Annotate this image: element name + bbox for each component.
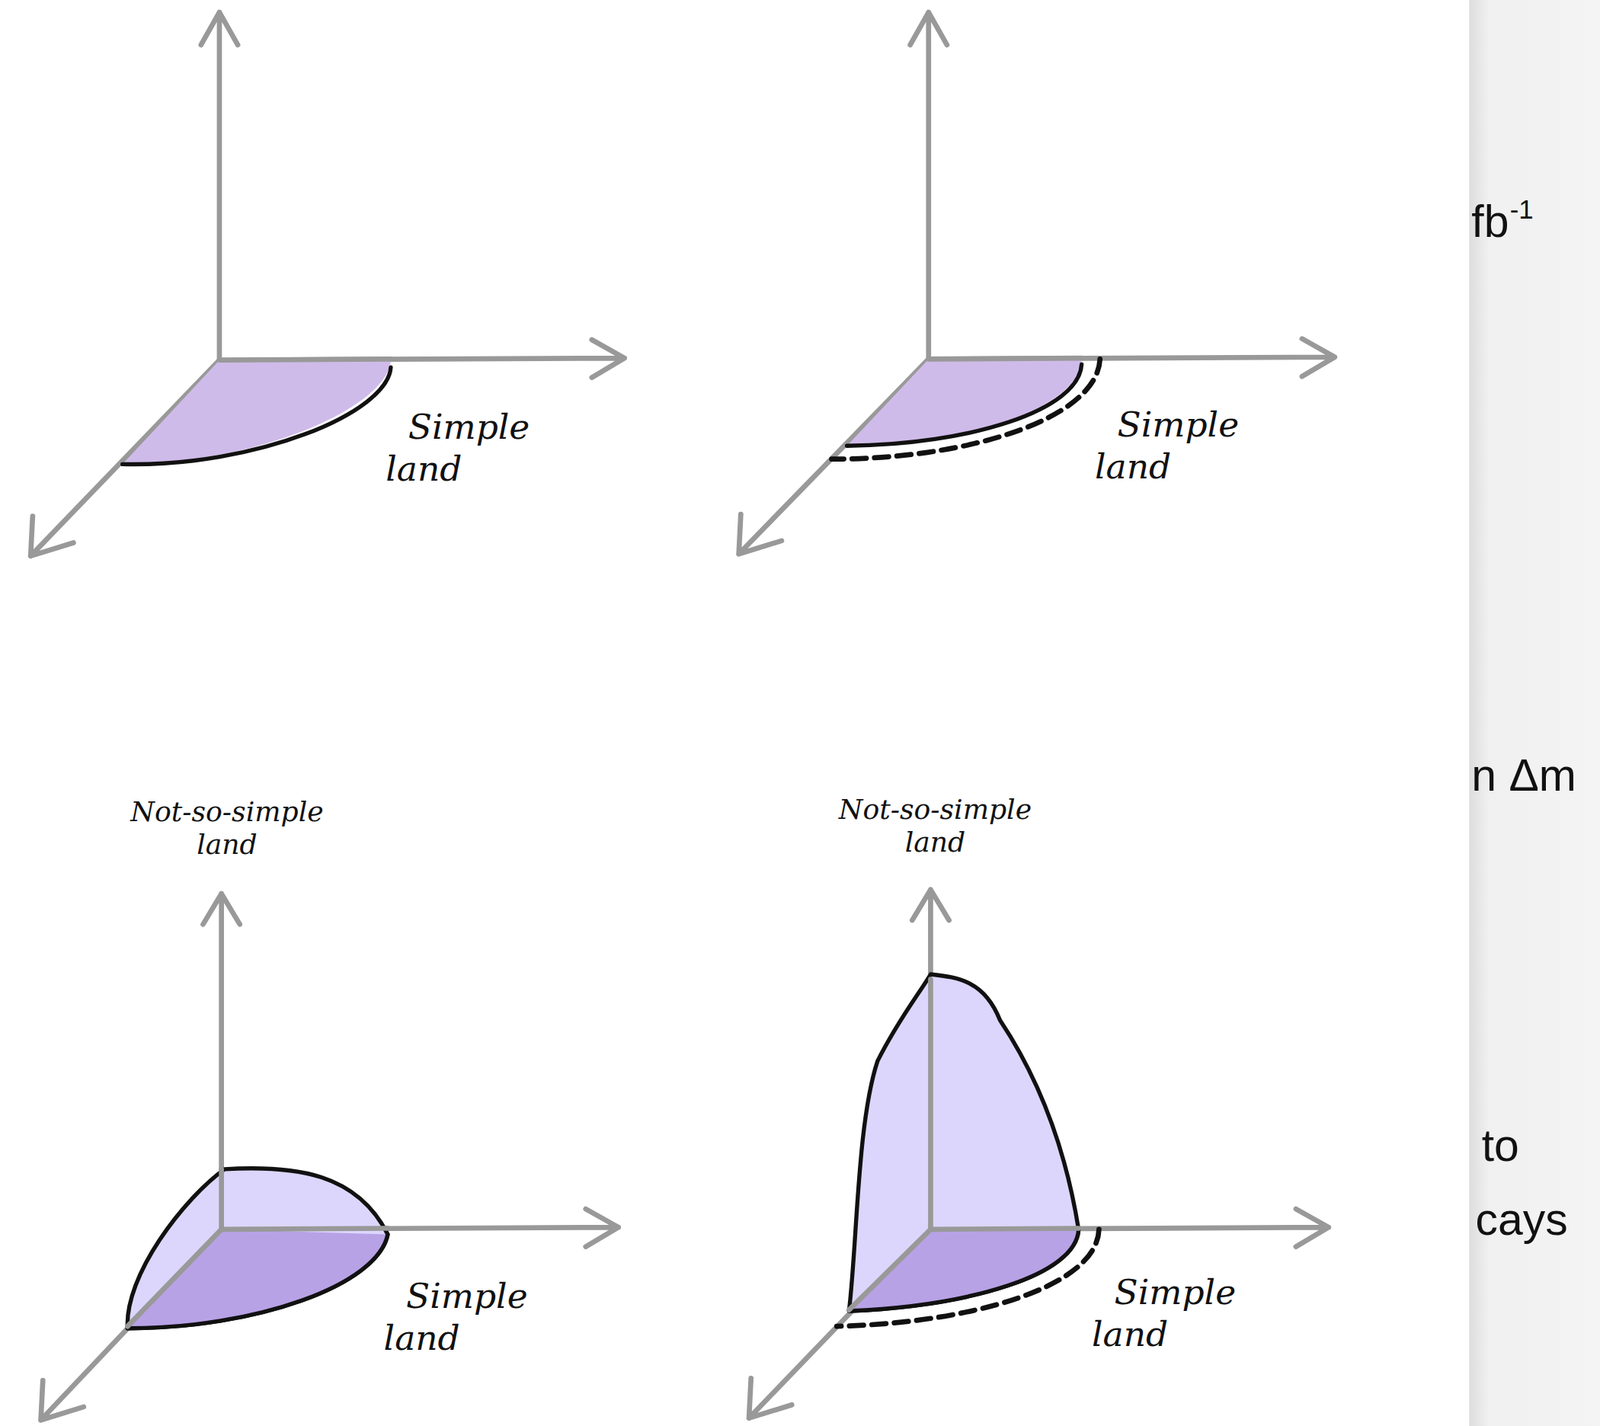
axis-label: Simple land: [384, 1275, 528, 1359]
axis-label: Simple land: [385, 406, 530, 490]
side-note: cays: [1475, 1193, 1568, 1245]
axes: [30, 12, 1335, 1421]
side-panel: [1469, 0, 1600, 1426]
regions: [122, 358, 1101, 1329]
side-note: n Δm: [1471, 749, 1577, 801]
side-note-superscript: -1: [1510, 193, 1534, 226]
side-note: fb: [1471, 195, 1509, 247]
side-note: to: [1481, 1120, 1520, 1172]
axis-label: Simple land: [1091, 1271, 1236, 1355]
axis-label: Not-so-simple land: [809, 793, 1060, 861]
axis-label: Simple land: [1094, 403, 1239, 487]
axis-label: Not-so-simple land: [102, 796, 352, 863]
